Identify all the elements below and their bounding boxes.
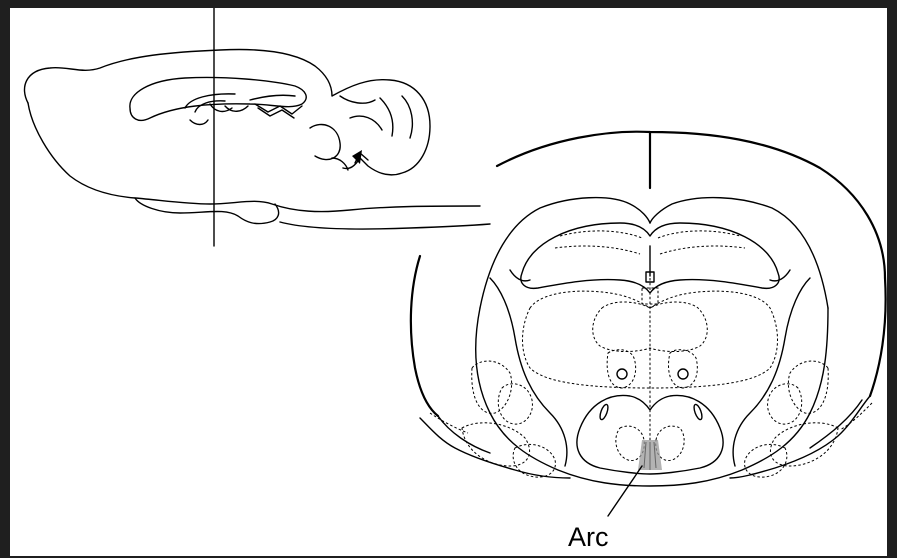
sagittal-brain-outline <box>24 50 490 230</box>
arc-label: Arc <box>568 522 609 552</box>
coronal-section <box>411 132 886 486</box>
arc-pointer-line <box>608 466 642 516</box>
figure-canvas: Arc <box>10 8 887 556</box>
brain-diagram: Arc <box>10 8 887 556</box>
